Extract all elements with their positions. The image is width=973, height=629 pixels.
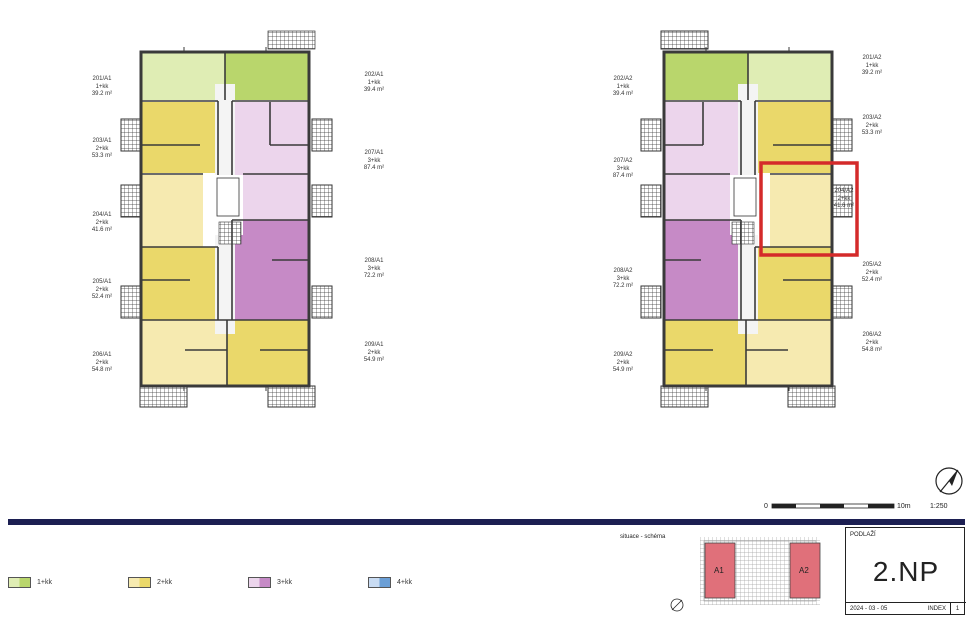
keyplan-north-icon <box>670 598 684 612</box>
scale-bar <box>771 503 895 509</box>
keyplan-block-a1 <box>704 542 736 599</box>
highlight-frame <box>759 161 859 257</box>
drawing-date: 2024 - 03 - 05 <box>850 605 888 612</box>
scale-end-label: 10m <box>897 503 911 510</box>
building-a1-plan <box>120 30 333 408</box>
legend-swatch-4kk <box>368 576 391 588</box>
keyplan-label-a1: A1 <box>714 566 724 575</box>
floor-caption: PODLAŽÍ <box>850 532 876 538</box>
legend-swatch-3kk <box>248 576 271 588</box>
title-block: PODLAŽÍ 2.NP 2024 - 03 - 05 INDEX 1 <box>845 527 966 615</box>
index-label: INDEX <box>927 605 946 612</box>
scale-ratio-label: 1:250 <box>930 503 948 510</box>
legend-swatch-2kk <box>128 576 151 588</box>
building-a2-plan <box>640 30 859 408</box>
legend-swatch-1kk <box>8 576 31 588</box>
keyplan-caption: situace - schéma <box>620 534 666 540</box>
legend-1kk: 1+kk <box>8 576 52 588</box>
north-arrow-icon <box>935 467 963 495</box>
legend-label-3kk: 3+kk <box>277 578 292 586</box>
title-block-footer: 2024 - 03 - 05 INDEX 1 <box>846 602 966 614</box>
scale-start-label: 0 <box>764 503 768 510</box>
keyplan-schema <box>700 537 821 605</box>
title-rule <box>8 519 965 525</box>
legend-3kk: 3+kk <box>248 576 292 588</box>
floor-number: 2.NP <box>872 556 940 587</box>
revision-number: 1 <box>950 603 964 614</box>
keyplan-label-a2: A2 <box>799 566 809 575</box>
keyplan-block-a2 <box>789 542 821 599</box>
legend-label-1kk: 1+kk <box>37 578 52 586</box>
legend-label-2kk: 2+kk <box>157 578 172 586</box>
legend-2kk: 2+kk <box>128 576 172 588</box>
legend-label-4kk: 4+kk <box>397 578 412 586</box>
legend-4kk: 4+kk <box>368 576 412 588</box>
